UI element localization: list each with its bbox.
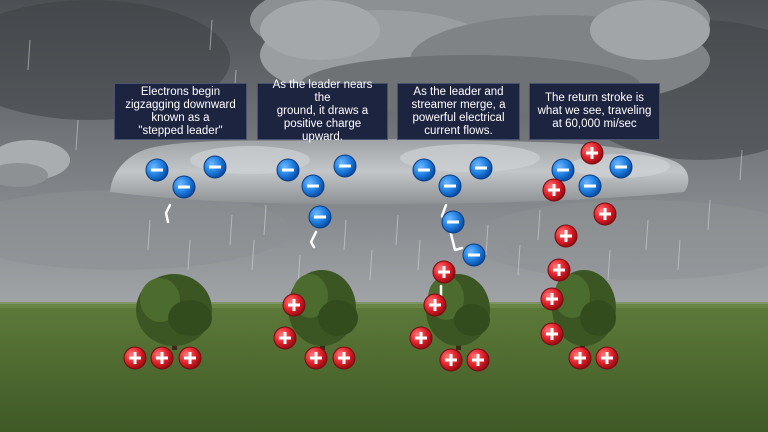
- positive-charge-plus-icon: [595, 346, 619, 370]
- positive-charge-plus-icon: [150, 346, 174, 370]
- electron-negative-icon: [172, 175, 196, 199]
- positive-charge-plus-icon: [540, 322, 564, 346]
- tree-1: [136, 274, 212, 350]
- stepped-leader-1: [164, 203, 172, 224]
- electron-negative-icon: [308, 205, 332, 229]
- positive-charge-plus-icon: [542, 178, 566, 202]
- positive-charge-plus-icon: [304, 346, 328, 370]
- electron-negative-icon: [551, 158, 575, 182]
- electron-negative-icon: [145, 158, 169, 182]
- thunderhead-cloud: [250, 0, 710, 115]
- stepped-leader-2: [309, 230, 318, 249]
- electron-negative-icon: [609, 155, 633, 179]
- caption-leader-streamer-merge: As the leader and streamer merge, a powe…: [397, 83, 520, 140]
- electron-negative-icon: [462, 243, 486, 267]
- positive-charge-plus-icon: [466, 348, 490, 372]
- tree-4: [552, 270, 616, 350]
- positive-charge-plus-icon: [540, 287, 564, 311]
- grass-ground: [0, 304, 768, 432]
- electron-negative-icon: [441, 210, 465, 234]
- caption-stepped-leader: Electrons begin zigzagging downward know…: [114, 83, 247, 140]
- positive-charge-plus-icon: [123, 346, 147, 370]
- electron-negative-icon: [203, 155, 227, 179]
- positive-charge-plus-icon: [593, 202, 617, 226]
- electron-negative-icon: [276, 158, 300, 182]
- electron-negative-icon: [438, 174, 462, 198]
- positive-charge-plus-icon: [282, 293, 306, 317]
- positive-charges: [123, 141, 619, 372]
- caption-return-stroke: The return stroke is what we see, travel…: [529, 83, 660, 140]
- positive-charge-plus-icon: [580, 141, 604, 165]
- side-cloud: [0, 140, 70, 187]
- positive-charge-plus-icon: [273, 326, 297, 350]
- electrons: [145, 154, 633, 267]
- positive-charge-plus-icon: [439, 348, 463, 372]
- electron-negative-icon: [412, 158, 436, 182]
- positive-charge-plus-icon: [332, 346, 356, 370]
- positive-charge-plus-icon: [554, 224, 578, 248]
- electron-negative-icon: [578, 174, 602, 198]
- positive-charge-plus-icon: [409, 326, 433, 350]
- electron-negative-icon: [301, 174, 325, 198]
- caption-positive-charge: As the leader nears the ground, it draws…: [257, 79, 388, 143]
- positive-charge-plus-icon: [423, 293, 447, 317]
- positive-charge-plus-icon: [547, 258, 571, 282]
- positive-charge-plus-icon: [568, 346, 592, 370]
- positive-charge-plus-icon: [178, 346, 202, 370]
- electron-negative-icon: [469, 156, 493, 180]
- positive-charge-plus-icon: [432, 260, 456, 284]
- electron-negative-icon: [333, 154, 357, 178]
